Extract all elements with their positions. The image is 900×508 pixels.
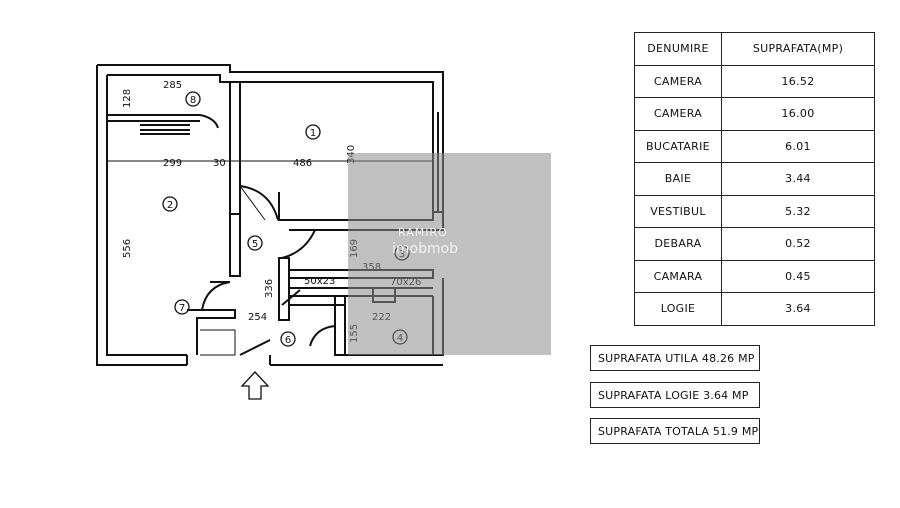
closet-7: [200, 329, 236, 356]
watermark-line2: imobmob: [392, 241, 459, 257]
table-header-row: DENUMIRE SUPRAFATA(MP): [634, 32, 875, 66]
door-arc-3: [281, 229, 316, 259]
dim-50x23: 50x23: [304, 276, 335, 287]
row-area: 0.52: [721, 227, 875, 261]
row-name: VESTIBUL: [634, 194, 722, 228]
row-area: 6.01: [721, 129, 875, 163]
row-name: DEBARA: [634, 227, 722, 261]
wall-bath-bottom: [270, 354, 443, 366]
summary-utila: SUPRAFATA UTILA 48.26 MP: [590, 345, 760, 371]
row-name: CAMERA: [634, 64, 722, 98]
room-number-5: 5: [252, 239, 258, 250]
wall-room1-left: [229, 82, 241, 215]
outer-wall-top: [97, 64, 444, 112]
dim-254: 254: [248, 312, 267, 323]
row-area: 3.44: [721, 162, 875, 196]
dim-30: 30: [213, 158, 226, 169]
row-area: 5.32: [721, 194, 875, 228]
room-number-8: 8: [190, 95, 196, 106]
row-area: 16.00: [721, 97, 875, 131]
row-name: BAIE: [634, 162, 722, 196]
dim-486: 486: [293, 158, 312, 169]
header-name: DENUMIRE: [634, 32, 722, 66]
dim-556: 556: [122, 239, 133, 258]
summary-totala: SUPRAFATA TOTALA 51.9 MP: [590, 418, 760, 444]
door-arc-7: [201, 281, 231, 311]
row-area: 0.45: [721, 259, 875, 293]
storage-shelves: [140, 124, 190, 135]
header-area: SUPRAFATA(MP): [721, 32, 875, 66]
row-area: 3.64: [721, 292, 875, 326]
row-name: BUCATARIE: [634, 129, 722, 163]
door-leaf-1: [239, 185, 266, 221]
outer-wall-left: [96, 65, 187, 366]
room-number-1: 1: [310, 128, 316, 139]
watermark-line1: RAMIRO: [398, 226, 448, 239]
wall-storage: [107, 114, 200, 122]
row-name: CAMARA: [634, 259, 722, 293]
door-arc-1: [239, 185, 279, 221]
up-arrow-icon: [240, 371, 270, 400]
dim-299: 299: [163, 158, 182, 169]
row-name: LOGIE: [634, 292, 722, 326]
summary-logie: SUPRAFATA LOGIE 3.64 MP: [590, 382, 760, 408]
dim-128: 128: [122, 89, 133, 108]
door-leaf-6: [281, 289, 301, 306]
row-name: CAMERA: [634, 97, 722, 131]
camara-box: [288, 296, 346, 306]
entrance-door-leaf: [239, 339, 271, 356]
room-number-2: 2: [167, 200, 173, 211]
inner-wall-top: [107, 74, 434, 112]
row-area: 16.52: [721, 64, 875, 98]
dim-285: 285: [163, 80, 182, 91]
door-arc-8: [199, 114, 219, 129]
dim-336: 336: [264, 279, 275, 298]
room-number-6: 6: [285, 335, 291, 346]
wall-bath-left: [334, 296, 346, 356]
room-number-7: 7: [179, 303, 185, 314]
wall-7: [187, 309, 236, 355]
inner-wall-left: [106, 75, 187, 356]
wall-vestibule-kitchen: [278, 257, 290, 321]
wall-room2-right: [229, 214, 241, 277]
door-arc-4: [309, 325, 336, 347]
watermark-box: [348, 153, 551, 355]
